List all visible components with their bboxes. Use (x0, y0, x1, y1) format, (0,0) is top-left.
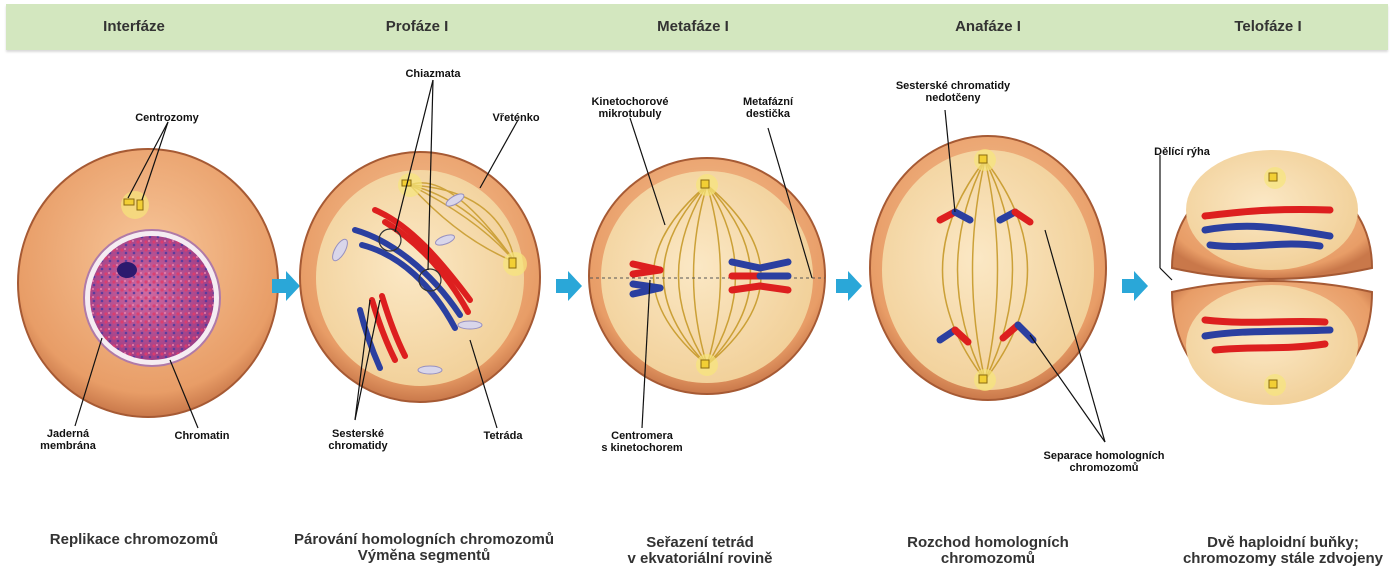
label-metafazni-desticka: Metafázní destička (743, 96, 793, 120)
label-line: Separace homologních (1043, 450, 1164, 462)
caption-line: Párování homologních chromozomů (294, 532, 554, 548)
label-line: mikrotubuly (591, 108, 668, 120)
label-kinetochorove-mikrotubuly: Kinetochorové mikrotubuly (591, 96, 668, 120)
label-line: nedotčeny (896, 92, 1010, 104)
label-line: Centromera (601, 430, 682, 442)
label-sesterske-nedotceny: Sesterské chromatidy nedotčeny (896, 80, 1010, 104)
centrosome-icon (121, 191, 149, 219)
label-line: Metafázní (743, 96, 793, 108)
label-line: Sesterské (328, 428, 387, 440)
caption-line: Seřazení tetrád (627, 535, 772, 551)
label-line: chromatidy (328, 440, 387, 452)
label-vretenko: Vřeténko (492, 112, 539, 124)
caption-anafaze: Rozchod homologních chromozomů (907, 535, 1069, 567)
cell-interphase (18, 149, 278, 417)
caption-metafaze: Seřazení tetrád v ekvatoriální rovině (627, 535, 772, 567)
label-line: s kinetochorem (601, 442, 682, 454)
caption-line: chromozomy stále zdvojeny (1183, 551, 1383, 567)
label-chromatin: Chromatin (175, 430, 230, 442)
arrow-icon (556, 271, 582, 301)
caption-profaze: Párování homologních chromozomů Výměna s… (294, 532, 554, 564)
caption-line: Rozchod homologních (907, 535, 1069, 551)
label-centrozomy: Centrozomy (135, 112, 199, 124)
arrow-icon (1122, 271, 1148, 301)
caption-line: chromozomů (907, 551, 1069, 567)
label-tetrada: Tetráda (484, 430, 523, 442)
label-chiazmata: Chiazmata (405, 68, 460, 80)
label-line: chromozomů (1043, 462, 1164, 474)
caption-line: Dvě haploidní buňky; (1183, 535, 1383, 551)
caption-line: v ekvatoriální rovině (627, 551, 772, 567)
label-line: Kinetochorové (591, 96, 668, 108)
caption-line: Výměna segmentů (294, 548, 554, 564)
caption-interfaze: Replikace chromozomů (50, 532, 218, 548)
label-delici-ryha: Dělící rýha (1154, 146, 1210, 158)
caption-telofaze: Dvě haploidní buňky; chromozomy stále zd… (1183, 535, 1383, 567)
label-sesterske-chromatidy: Sesterské chromatidy (328, 428, 387, 452)
label-line: Sesterské chromatidy (896, 80, 1010, 92)
label-jaderna-membrana: Jaderná membrána (40, 428, 96, 452)
caption-line: Replikace chromozomů (50, 532, 218, 548)
arrow-icon (836, 271, 862, 301)
label-separace: Separace homologních chromozomů (1043, 450, 1164, 474)
label-centromera: Centromera s kinetochorem (601, 430, 682, 454)
cell-anaphase (870, 136, 1106, 400)
label-line: destička (743, 108, 793, 120)
label-line: Jaderná (40, 428, 96, 440)
label-line: membrána (40, 440, 96, 452)
